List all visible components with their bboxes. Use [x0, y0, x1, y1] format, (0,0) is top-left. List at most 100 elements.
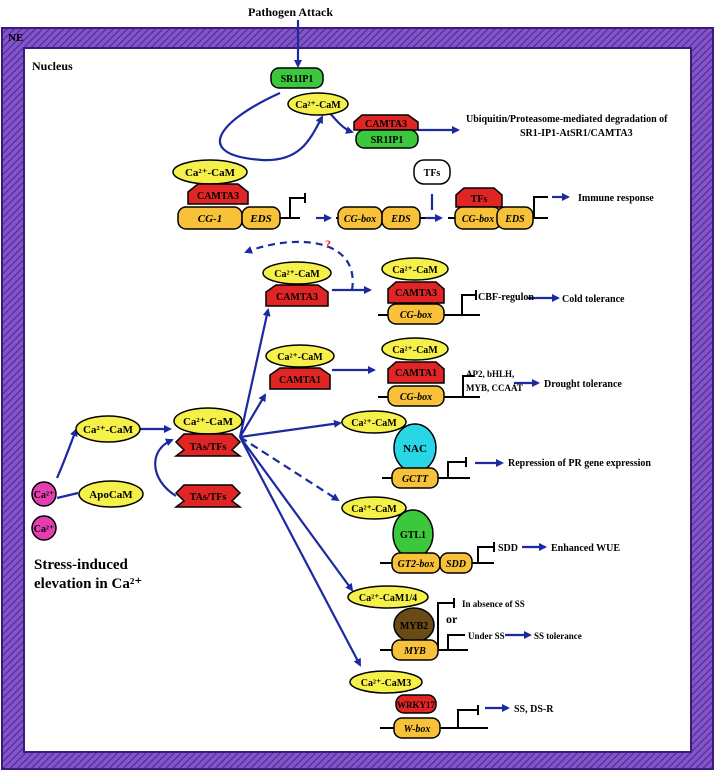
drought-tolerance-label: Drought tolerance [544, 379, 622, 390]
stress-line1: Stress-induced [34, 557, 129, 573]
drought-left-camta1-label: CAMTA1 [279, 375, 321, 386]
pathogen-label: Pathogen Attack [248, 5, 333, 19]
sdd-out-label: SDD [498, 543, 518, 554]
fan-arrow-wrky [239, 436, 361, 667]
tfs-white-box [413, 159, 451, 185]
ca-to-apocam-line [56, 491, 79, 500]
eds-box-2 [381, 206, 421, 230]
apocam-ellipse [78, 480, 144, 508]
myb-cam-ellipse [347, 585, 429, 609]
gtl1-cam-label: Ca²⁺-CaM [351, 504, 397, 515]
myb-box-label: MYB [403, 646, 426, 657]
cold-camta3-label: CAMTA3 [395, 288, 437, 299]
stress-line2: elevation in Ca²⁺ [34, 576, 142, 592]
myb-cam-label: Ca²⁺-CaM1/4 [359, 593, 417, 604]
fan-arrow-gtl1-dashed [239, 436, 340, 502]
top-cam-ellipse [287, 92, 349, 116]
fan-arrow-nac [239, 419, 342, 439]
question-mark: ? [325, 237, 331, 251]
top-cam-label: Ca²⁺-CaM [295, 100, 341, 111]
nucleus-area [23, 47, 692, 753]
myb-absence-label: In absence of SS [462, 599, 525, 609]
ca-to-cam-arrow [55, 428, 78, 479]
gctt-box [391, 467, 439, 489]
wrky-cam-ellipse [349, 670, 423, 694]
eds-box-1 [241, 206, 281, 230]
nac-label: NAC [403, 443, 427, 455]
eds-label-1: EDS [249, 213, 271, 225]
myb-box [391, 639, 439, 661]
cold-camta3-shape [387, 281, 445, 304]
sdd-label: SDD [446, 559, 466, 570]
cold-left-cam-label: Ca²⁺-CaM [274, 269, 320, 280]
degradation-line1: Ubiquitin/Proteasome-mediated degradatio… [466, 114, 668, 125]
fan-arrow-myb [239, 436, 354, 592]
cold-cgbox-label: CG-box [400, 310, 432, 321]
gtl1-cam-ellipse [341, 496, 407, 520]
fan-arrow-camta3 [238, 308, 271, 438]
cold-left-cam-ellipse [262, 261, 332, 285]
wrky-result-label: SS, DS-R [514, 704, 554, 715]
immune-label: Immune response [578, 193, 654, 204]
top-camta3-label: CAMTA3 [365, 119, 407, 130]
myb-under-label: Under SS [468, 631, 505, 641]
wue-label: Enhanced WUE [551, 543, 620, 554]
left-cam-ellipse [75, 415, 141, 443]
cgbox-label-2: CG-box [344, 214, 376, 225]
row1-camta3-label: CAMTA3 [197, 191, 239, 202]
ss-tolerance-label: SS tolerance [534, 631, 582, 641]
drought-cgbox-label: CG-box [400, 392, 432, 403]
wrky-cam-label: Ca²⁺-CaM3 [361, 678, 412, 689]
degradation-line2: SR1-IP1-AtSR1/CAMTA3 [520, 128, 633, 139]
drought-left-cam-label: Ca²⁺-CaM [277, 352, 323, 363]
drought-cam-label: Ca²⁺-CaM [392, 345, 438, 356]
ca-ion-1-label: Ca²⁺ [34, 490, 55, 501]
fan-arrow-camta1 [239, 393, 267, 438]
top-camta3-shape [353, 114, 419, 131]
cbf-regulon-label: CBF-regulon [478, 292, 534, 303]
cold-cgbox-box [387, 303, 445, 325]
drought-camta1-shape [387, 361, 445, 384]
wbox-box [393, 717, 441, 739]
nucleus-label: Nucleus [32, 59, 73, 73]
eds-label-3: EDS [504, 214, 525, 225]
hub-cam-label: Ca²⁺-CaM [183, 416, 234, 428]
top-sr1ip1-box [355, 129, 419, 149]
drought-left-camta1-shape [269, 367, 331, 390]
myb-or-label: or [446, 612, 458, 626]
cold-tolerance-label: Cold tolerance [562, 294, 625, 305]
sr1ip1-label: SR1IP1 [281, 74, 314, 85]
wbox-label: W-box [404, 724, 431, 735]
cgbox-label-3: CG-box [462, 214, 494, 225]
cold-cam-label: Ca²⁺-CaM [392, 265, 438, 276]
drought-cgbox-box [387, 385, 445, 407]
drought-genes-line2: MYB, CCAAT [466, 383, 523, 393]
left-cam-label: Ca²⁺-CaM [83, 424, 134, 436]
tfs-red-label: TFs [471, 194, 488, 205]
sr1ip1-box [270, 67, 324, 89]
wrky17-label: WRKY17 [397, 700, 435, 710]
hub-tastfs-shape [173, 433, 243, 457]
nac-result-label: Repression of PR gene expression [508, 458, 651, 469]
eds-box-3 [496, 206, 534, 230]
drought-cam-ellipse [381, 337, 449, 361]
apocam-label: ApoCaM [89, 489, 133, 501]
cold-left-camta3-label: CAMTA3 [276, 292, 318, 303]
nac-cam-label: Ca²⁺-CaM [351, 418, 397, 429]
ne-label: NE [8, 32, 23, 44]
tastfs-loop-arrow [154, 438, 177, 497]
gctt-label: GCTT [402, 474, 429, 485]
row1-cam-label: Ca²⁺-CaM [185, 167, 236, 179]
cold-left-camta3-shape [265, 284, 329, 307]
sdd-box [439, 552, 473, 574]
sr1ip1-loop-arrow [218, 91, 323, 162]
hub-tastfs-label: TAs/TFs [190, 442, 227, 453]
drought-camta1-label: CAMTA1 [395, 368, 437, 379]
tastfs-shape-2 [173, 484, 243, 508]
myb2-label: MYB2 [400, 621, 428, 632]
cold-cam-ellipse [381, 257, 449, 281]
cg1-label: CG-1 [198, 213, 222, 225]
nac-cam-ellipse [341, 410, 407, 434]
drought-genes-line1: AP2, bHLH, [466, 369, 514, 379]
